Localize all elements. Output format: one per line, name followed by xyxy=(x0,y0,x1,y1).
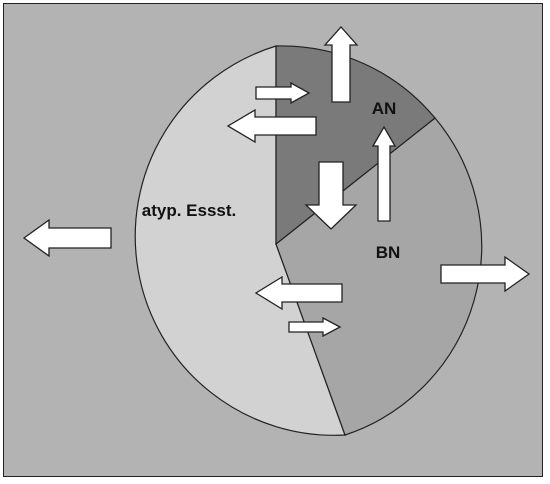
arrow-down-an-to-bn xyxy=(304,161,358,230)
region-atypical xyxy=(134,45,346,436)
label-an: AN xyxy=(372,99,397,118)
arrow-small-right-atypical-to-bn xyxy=(288,316,342,338)
arrow-up-out-an xyxy=(323,26,359,103)
arrow-left-bn-to-atypical xyxy=(254,275,343,311)
arrow-left-from-an xyxy=(226,108,317,144)
label-bn: BN xyxy=(376,243,401,262)
arrow-up-bn-to-an xyxy=(371,125,397,222)
region-an xyxy=(275,45,436,246)
arrow-left-out-atypical xyxy=(22,218,112,258)
region-bn xyxy=(275,117,483,436)
label-atypical: atyp. Essst. xyxy=(142,201,237,220)
arrow-small-right-into-an xyxy=(255,81,311,105)
arrow-right-out-bn xyxy=(440,255,531,293)
